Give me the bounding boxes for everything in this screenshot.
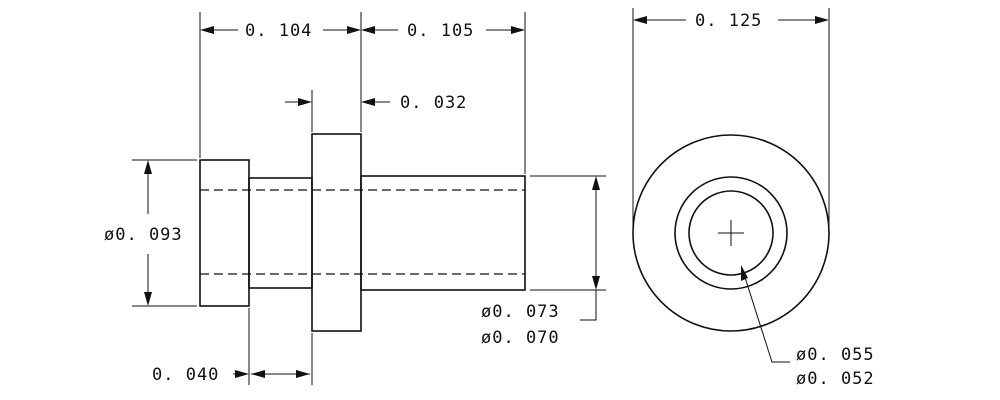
dim-label-body-dia-min: ø0. 070: [481, 328, 560, 348]
left-head: [199, 159, 250, 307]
flange: [311, 133, 362, 332]
bore-circle: [688, 190, 774, 276]
body-shaft: [360, 175, 526, 291]
neck: [248, 177, 313, 289]
dimension-labels: 0. 104 0. 105 0. 032 ø0. 093 ø0. 073 ø0.…: [104, 11, 875, 389]
end-view: [632, 134, 830, 332]
middle-circle: [674, 176, 788, 290]
side-view: [199, 133, 526, 332]
dim-label-bore-dia-max: ø0. 055: [796, 345, 875, 365]
outer-circle: [632, 134, 830, 332]
dim-label-0125: 0. 125: [695, 11, 762, 31]
dim-label-0040: 0. 040: [152, 365, 219, 385]
dim-label-0032: 0. 032: [400, 93, 467, 113]
dim-label-body-dia-max: ø0. 073: [481, 302, 560, 322]
dim-label-left-diameter: ø0. 093: [104, 225, 183, 245]
dim-label-bore-dia-min: ø0. 052: [796, 369, 875, 389]
dimension-lines: [132, 8, 830, 385]
dim-label-0104: 0. 104: [245, 21, 312, 41]
dim-label-0105: 0. 105: [407, 21, 474, 41]
